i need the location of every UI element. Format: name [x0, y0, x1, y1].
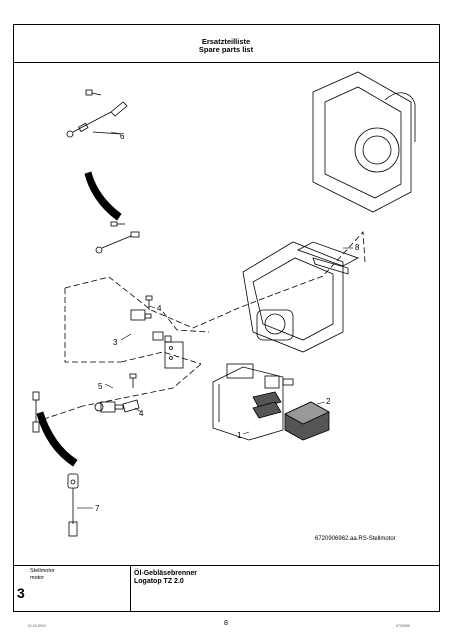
section-name-en: motor: [30, 575, 45, 581]
exploded-parts-drawing: 6 8 4 3 5 4 2 1 7: [32, 71, 416, 537]
document-date: 01.04.2019: [28, 624, 46, 628]
part-5-plug: [94, 373, 140, 413]
page-title-en: Spare parts list: [198, 45, 254, 54]
cable-upper: [84, 171, 122, 221]
page-title-de: Ersatzteilliste: [201, 37, 251, 46]
callout-4a: 4: [157, 304, 162, 313]
cable-lower: [36, 411, 78, 467]
figure-reference: 6720906962.aa.RS-Stellmotor: [315, 536, 396, 542]
document-id: 6720906: [396, 624, 410, 628]
part-2-capacitor: [284, 401, 330, 441]
linkage-mid: [95, 221, 140, 254]
routing-lines: [40, 231, 366, 421]
callout-leaders: [77, 131, 353, 509]
part-1-terminal-block: [212, 363, 294, 441]
actuator-body: [242, 241, 359, 353]
part-6-rod: [32, 391, 79, 537]
bracket: [164, 341, 184, 369]
page-frame: [13, 24, 440, 612]
part-7-rod: [66, 89, 128, 138]
product-name-de: Öl-Gebläsebrenner: [134, 570, 198, 577]
product-name-en: Logatop TZ 2.0: [134, 578, 184, 585]
footer-divider: [13, 565, 440, 566]
callout-6: 7: [95, 504, 100, 513]
callout-8: 8: [355, 243, 360, 252]
page-number: 8: [224, 620, 228, 627]
footer-column-divider: [130, 565, 131, 612]
motor-housing: [312, 71, 416, 213]
section-number: 3: [17, 585, 25, 601]
callout-2: 2: [326, 397, 331, 406]
callout-1: 1: [237, 431, 242, 440]
header-divider: [13, 62, 440, 63]
part-3-clamp: [130, 295, 172, 343]
callout-7: 6: [120, 132, 125, 141]
callout-5: 5: [98, 382, 103, 391]
callout-3: 3: [113, 338, 118, 347]
section-name-de: Stellmotor: [30, 568, 55, 574]
callout-4b: 4: [139, 409, 144, 418]
